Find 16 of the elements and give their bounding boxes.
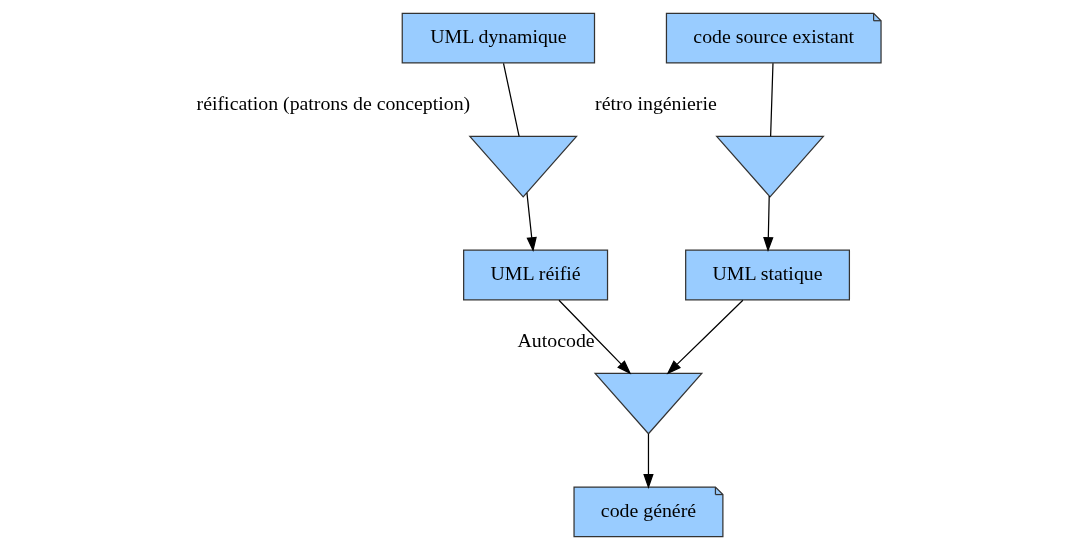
connector bbox=[769, 62, 774, 137]
connector bbox=[502, 62, 520, 137]
node-label: Autocode bbox=[517, 328, 595, 351]
node-hourglass bbox=[593, 372, 703, 435]
arrow bbox=[666, 299, 743, 375]
arrow bbox=[762, 195, 774, 252]
node-box: UML statique bbox=[684, 249, 850, 301]
node-hourglass bbox=[714, 135, 825, 198]
node-hourglass bbox=[467, 135, 578, 198]
arrow bbox=[525, 192, 537, 252]
node-box: UML dynamique bbox=[401, 12, 595, 64]
arrow bbox=[642, 433, 654, 489]
node-label: rétro ingénierie bbox=[594, 91, 717, 114]
node-box: UML réifié bbox=[462, 249, 608, 301]
node-label: réification (patrons de conception) bbox=[196, 91, 470, 114]
arrow bbox=[557, 299, 631, 375]
